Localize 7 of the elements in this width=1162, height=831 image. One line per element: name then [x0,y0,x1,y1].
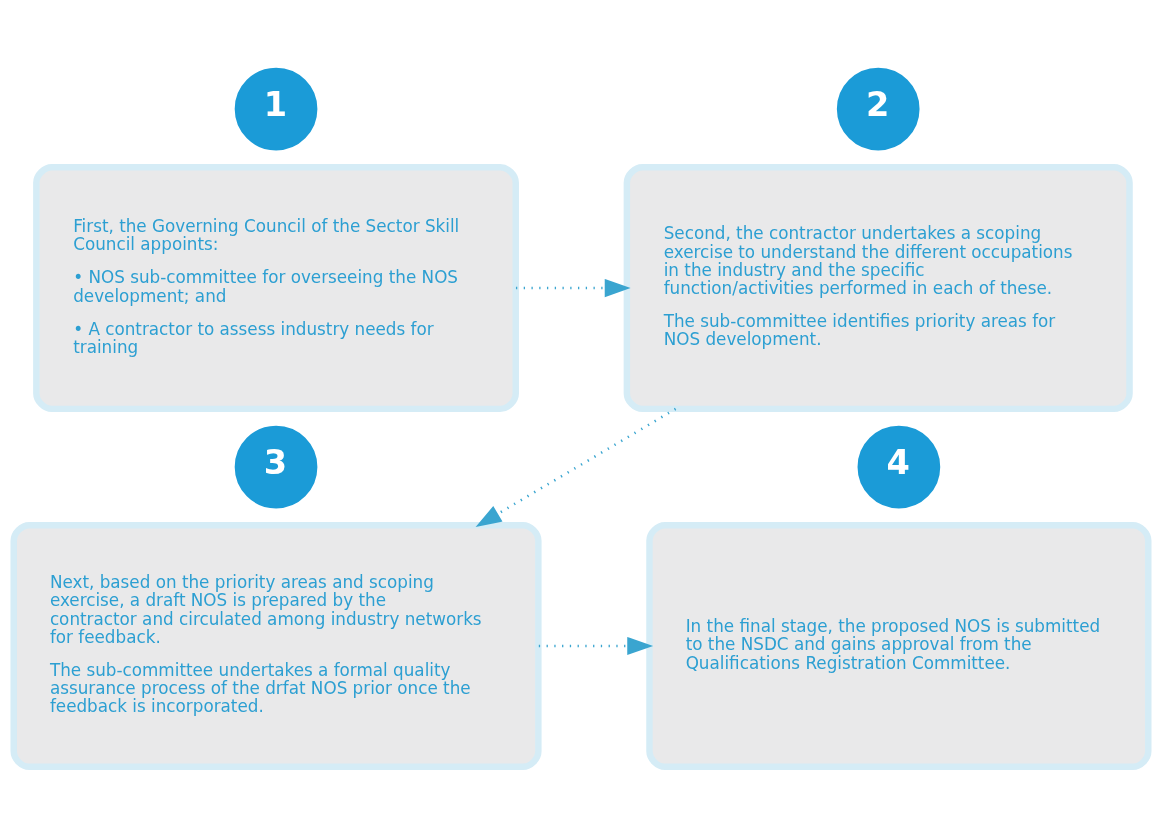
arrow [515,278,631,297]
node-box: Second, the contractor undertakes a scoping exercise to understand the different occupations in the industry and the specific function/activities performed in each of these. The sub-committee identifies priority areas for NOS development. [623,163,1133,412]
arrow [475,407,677,527]
arrow [538,636,654,655]
node-box: Next, based on the priority areas and scoping exercise, a draft NOS is prepared by the contractor and circulated among industry networks for feedback. The sub-committee undertakes a formal quality assurance process of the drfat NOS prior once the feedback is incorporated. [10,521,542,770]
node-box: In the final stage, the proposed NOS is submitted to the NSDC and gains approval from the Qualifications Registration Committee. [646,521,1152,770]
node-box: First, the Governing Council of the Sector Skill Council appoints: • NOS sub-committee for overseeing the NOS development; and • A contractor to assess industry needs for training [33,163,519,412]
